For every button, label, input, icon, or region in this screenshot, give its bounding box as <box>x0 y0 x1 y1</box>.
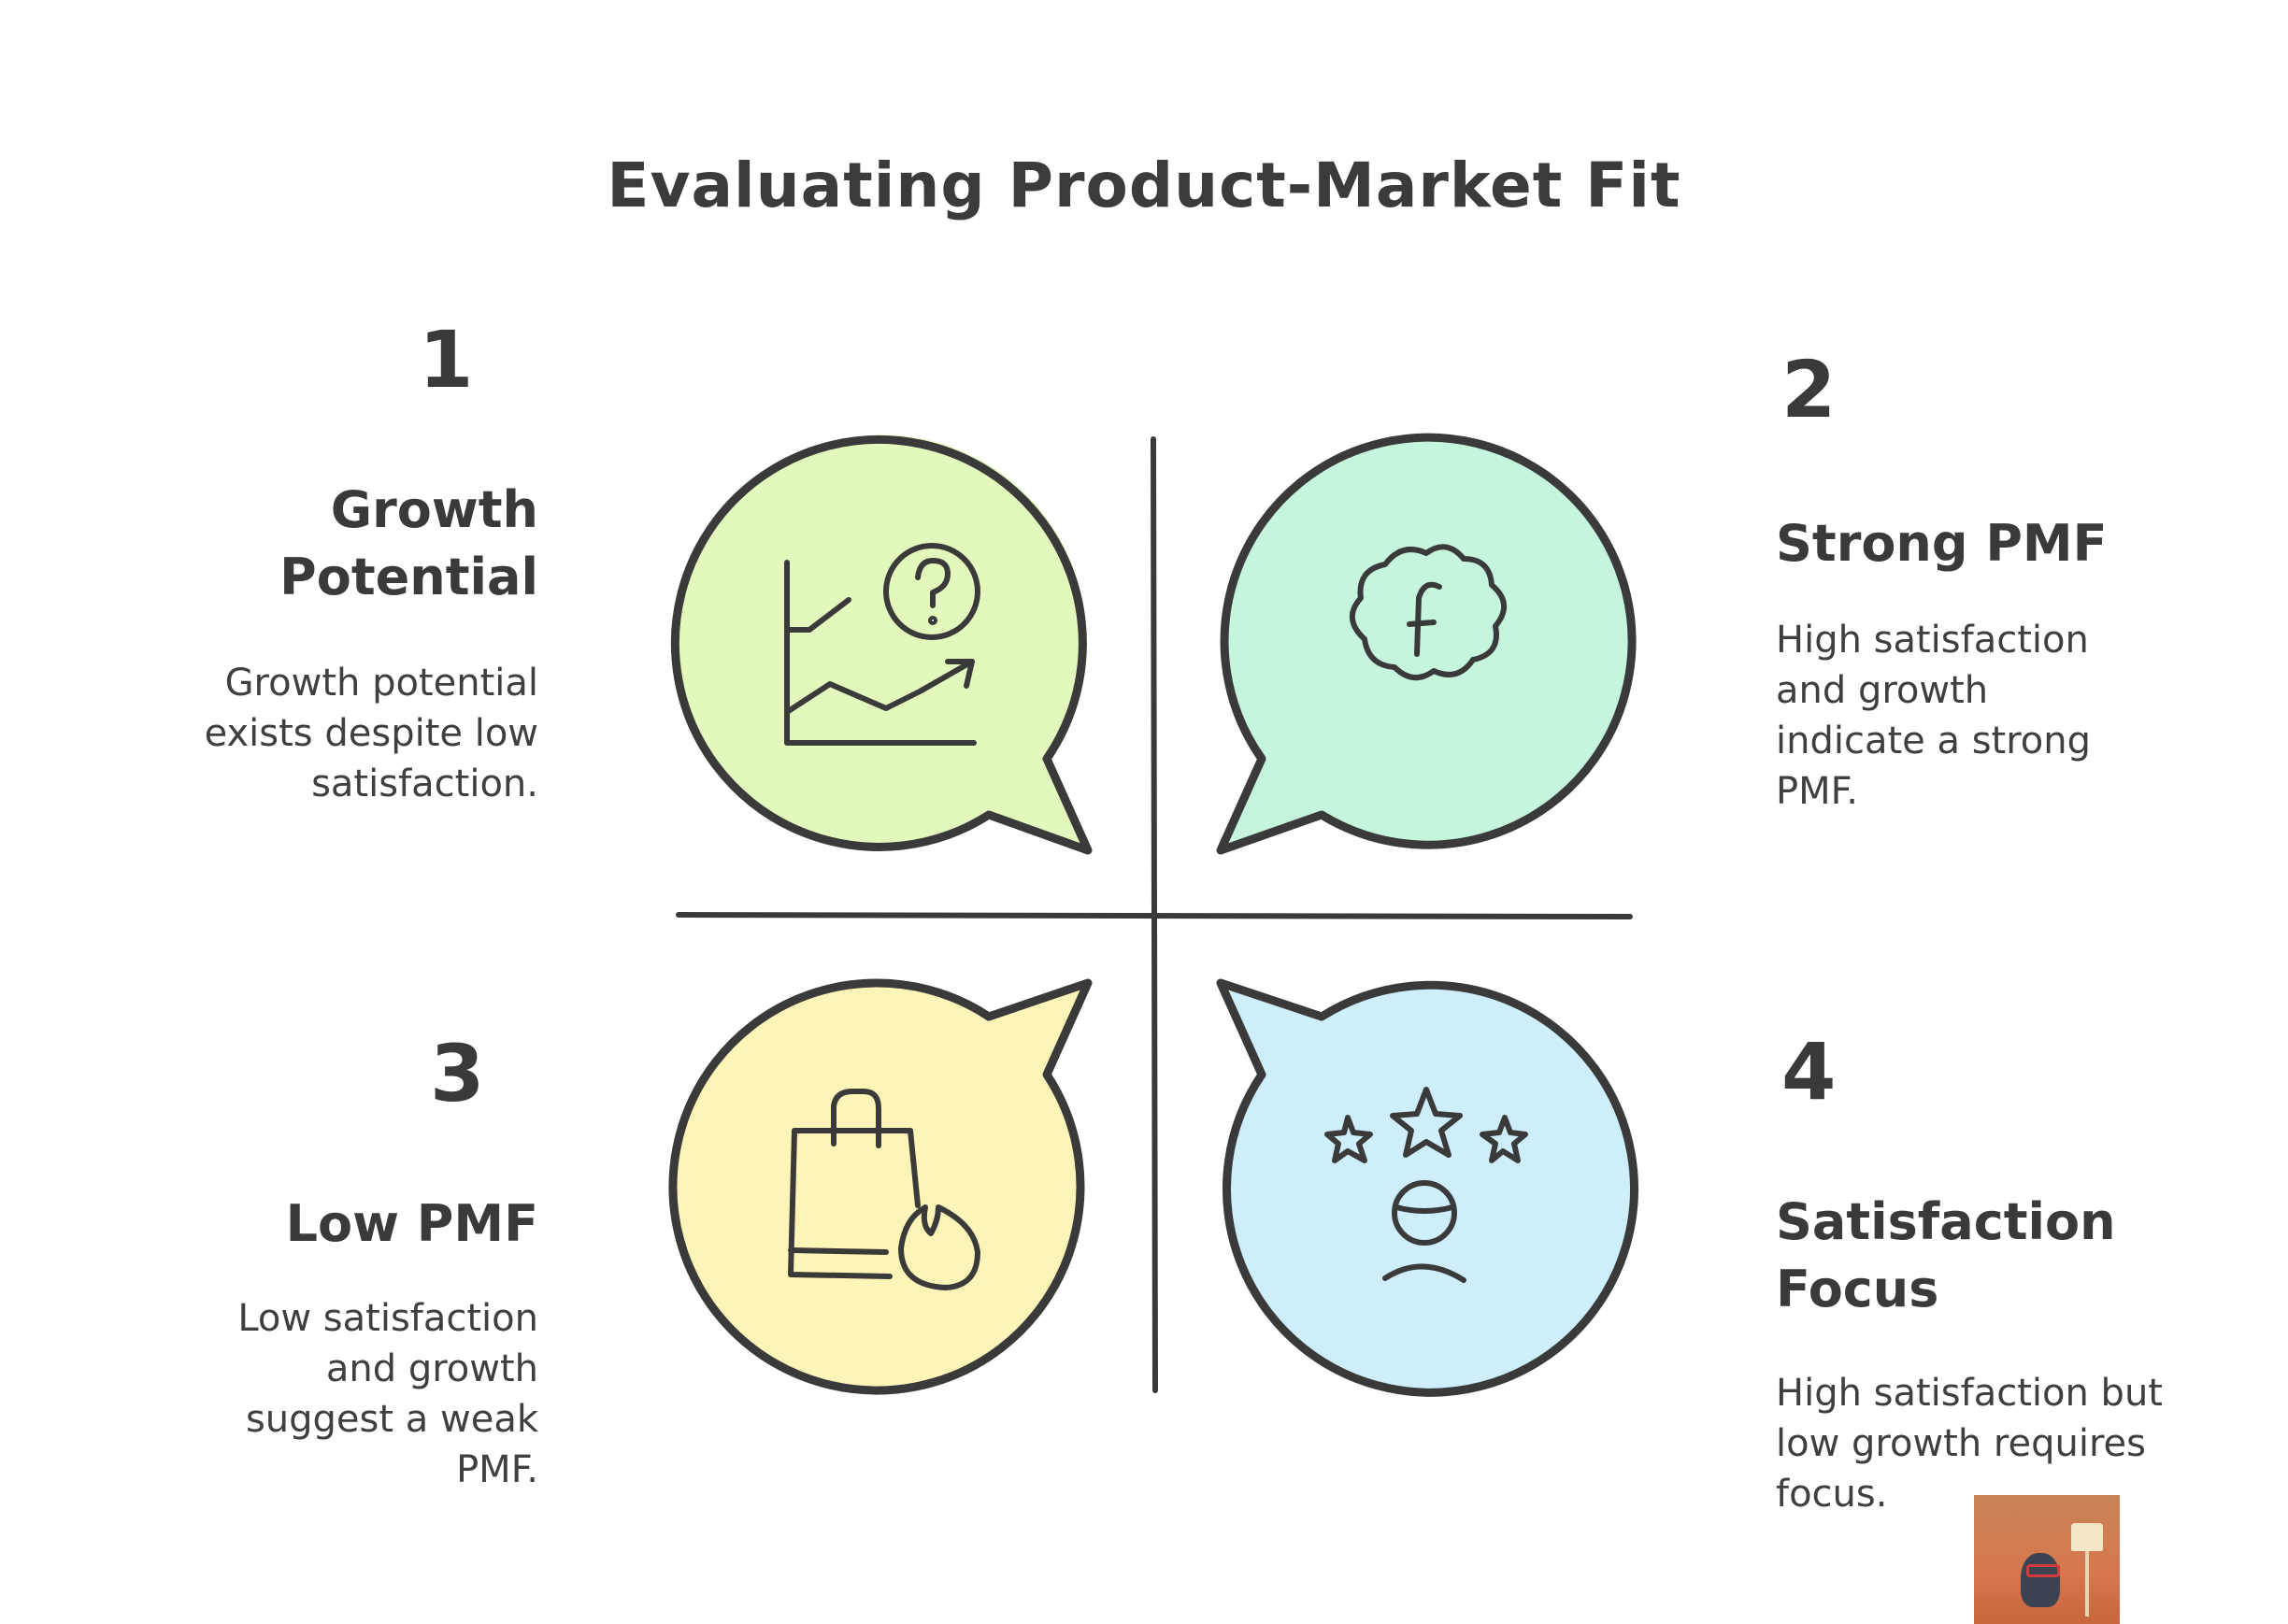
horizontal-axis <box>679 915 1630 917</box>
quadrant-4-description-line: low growth requires <box>1776 1418 2163 1469</box>
cat-glasses <box>2026 1564 2060 1577</box>
quadrant-4-heading-line: Satisfaction <box>1776 1189 2116 1256</box>
quadrant-1-description-line: satisfaction. <box>205 759 538 809</box>
quadrant-1-heading-line: Potential <box>279 544 538 611</box>
quadrant-2-number: 2 <box>1781 344 1836 435</box>
quadrant-3-description: Low satisfaction and growth suggest a we… <box>237 1293 538 1495</box>
quadrant-2-description-line: PMF. <box>1776 766 2091 817</box>
quadrant-1-description-line: exists despite low <box>205 708 538 759</box>
quadrant-2-heading: Strong PMF <box>1776 510 2108 577</box>
quadrant-2-heading-line: Strong PMF <box>1776 510 2108 577</box>
quadrant-4-description-line: High satisfaction but <box>1776 1368 2163 1418</box>
cat-thumbnail-image <box>1974 1495 2120 1624</box>
quadrant-2-description-line: and growth <box>1776 665 2091 716</box>
quadrant-1-heading-line: Growth <box>279 477 538 544</box>
quadrant-1-heading: Growth Potential <box>279 477 538 611</box>
quadrant-3-description-line: suggest a weak <box>237 1394 538 1445</box>
lamp-shade <box>2071 1523 2103 1551</box>
quadrant-3-description-line: PMF. <box>237 1445 538 1495</box>
cat-figure <box>2021 1553 2060 1607</box>
quadrant-1-number: 1 <box>419 314 473 406</box>
quadrant-3-number: 3 <box>430 1028 484 1119</box>
quadrant-1-description: Growth potential exists despite low sati… <box>205 658 538 809</box>
quadrant-1-description-line: Growth potential <box>205 658 538 708</box>
quadrant-3-heading: Low PMF <box>286 1190 538 1258</box>
quadrant-3-heading-line: Low PMF <box>286 1190 538 1258</box>
lamp-pole <box>2085 1551 2089 1617</box>
bubble-q2 <box>1221 437 1632 850</box>
quadrant-2-description: High satisfaction and growth indicate a … <box>1776 615 2091 817</box>
quadrant-3-description-line: and growth <box>237 1344 538 1394</box>
quadrant-3-description-line: Low satisfaction <box>237 1293 538 1344</box>
quadrant-2-description-line: indicate a strong <box>1776 716 2091 766</box>
quadrant-4-heading: Satisfaction Focus <box>1776 1189 2116 1323</box>
bubble-q3 <box>673 983 1088 1390</box>
quadrant-2-description-line: High satisfaction <box>1776 615 2091 665</box>
quadrant-4-heading-line: Focus <box>1776 1256 2116 1323</box>
bubble-q4 <box>1221 983 1634 1392</box>
bubble-q1 <box>675 434 1088 850</box>
quadrant-4-number: 4 <box>1781 1026 1836 1118</box>
